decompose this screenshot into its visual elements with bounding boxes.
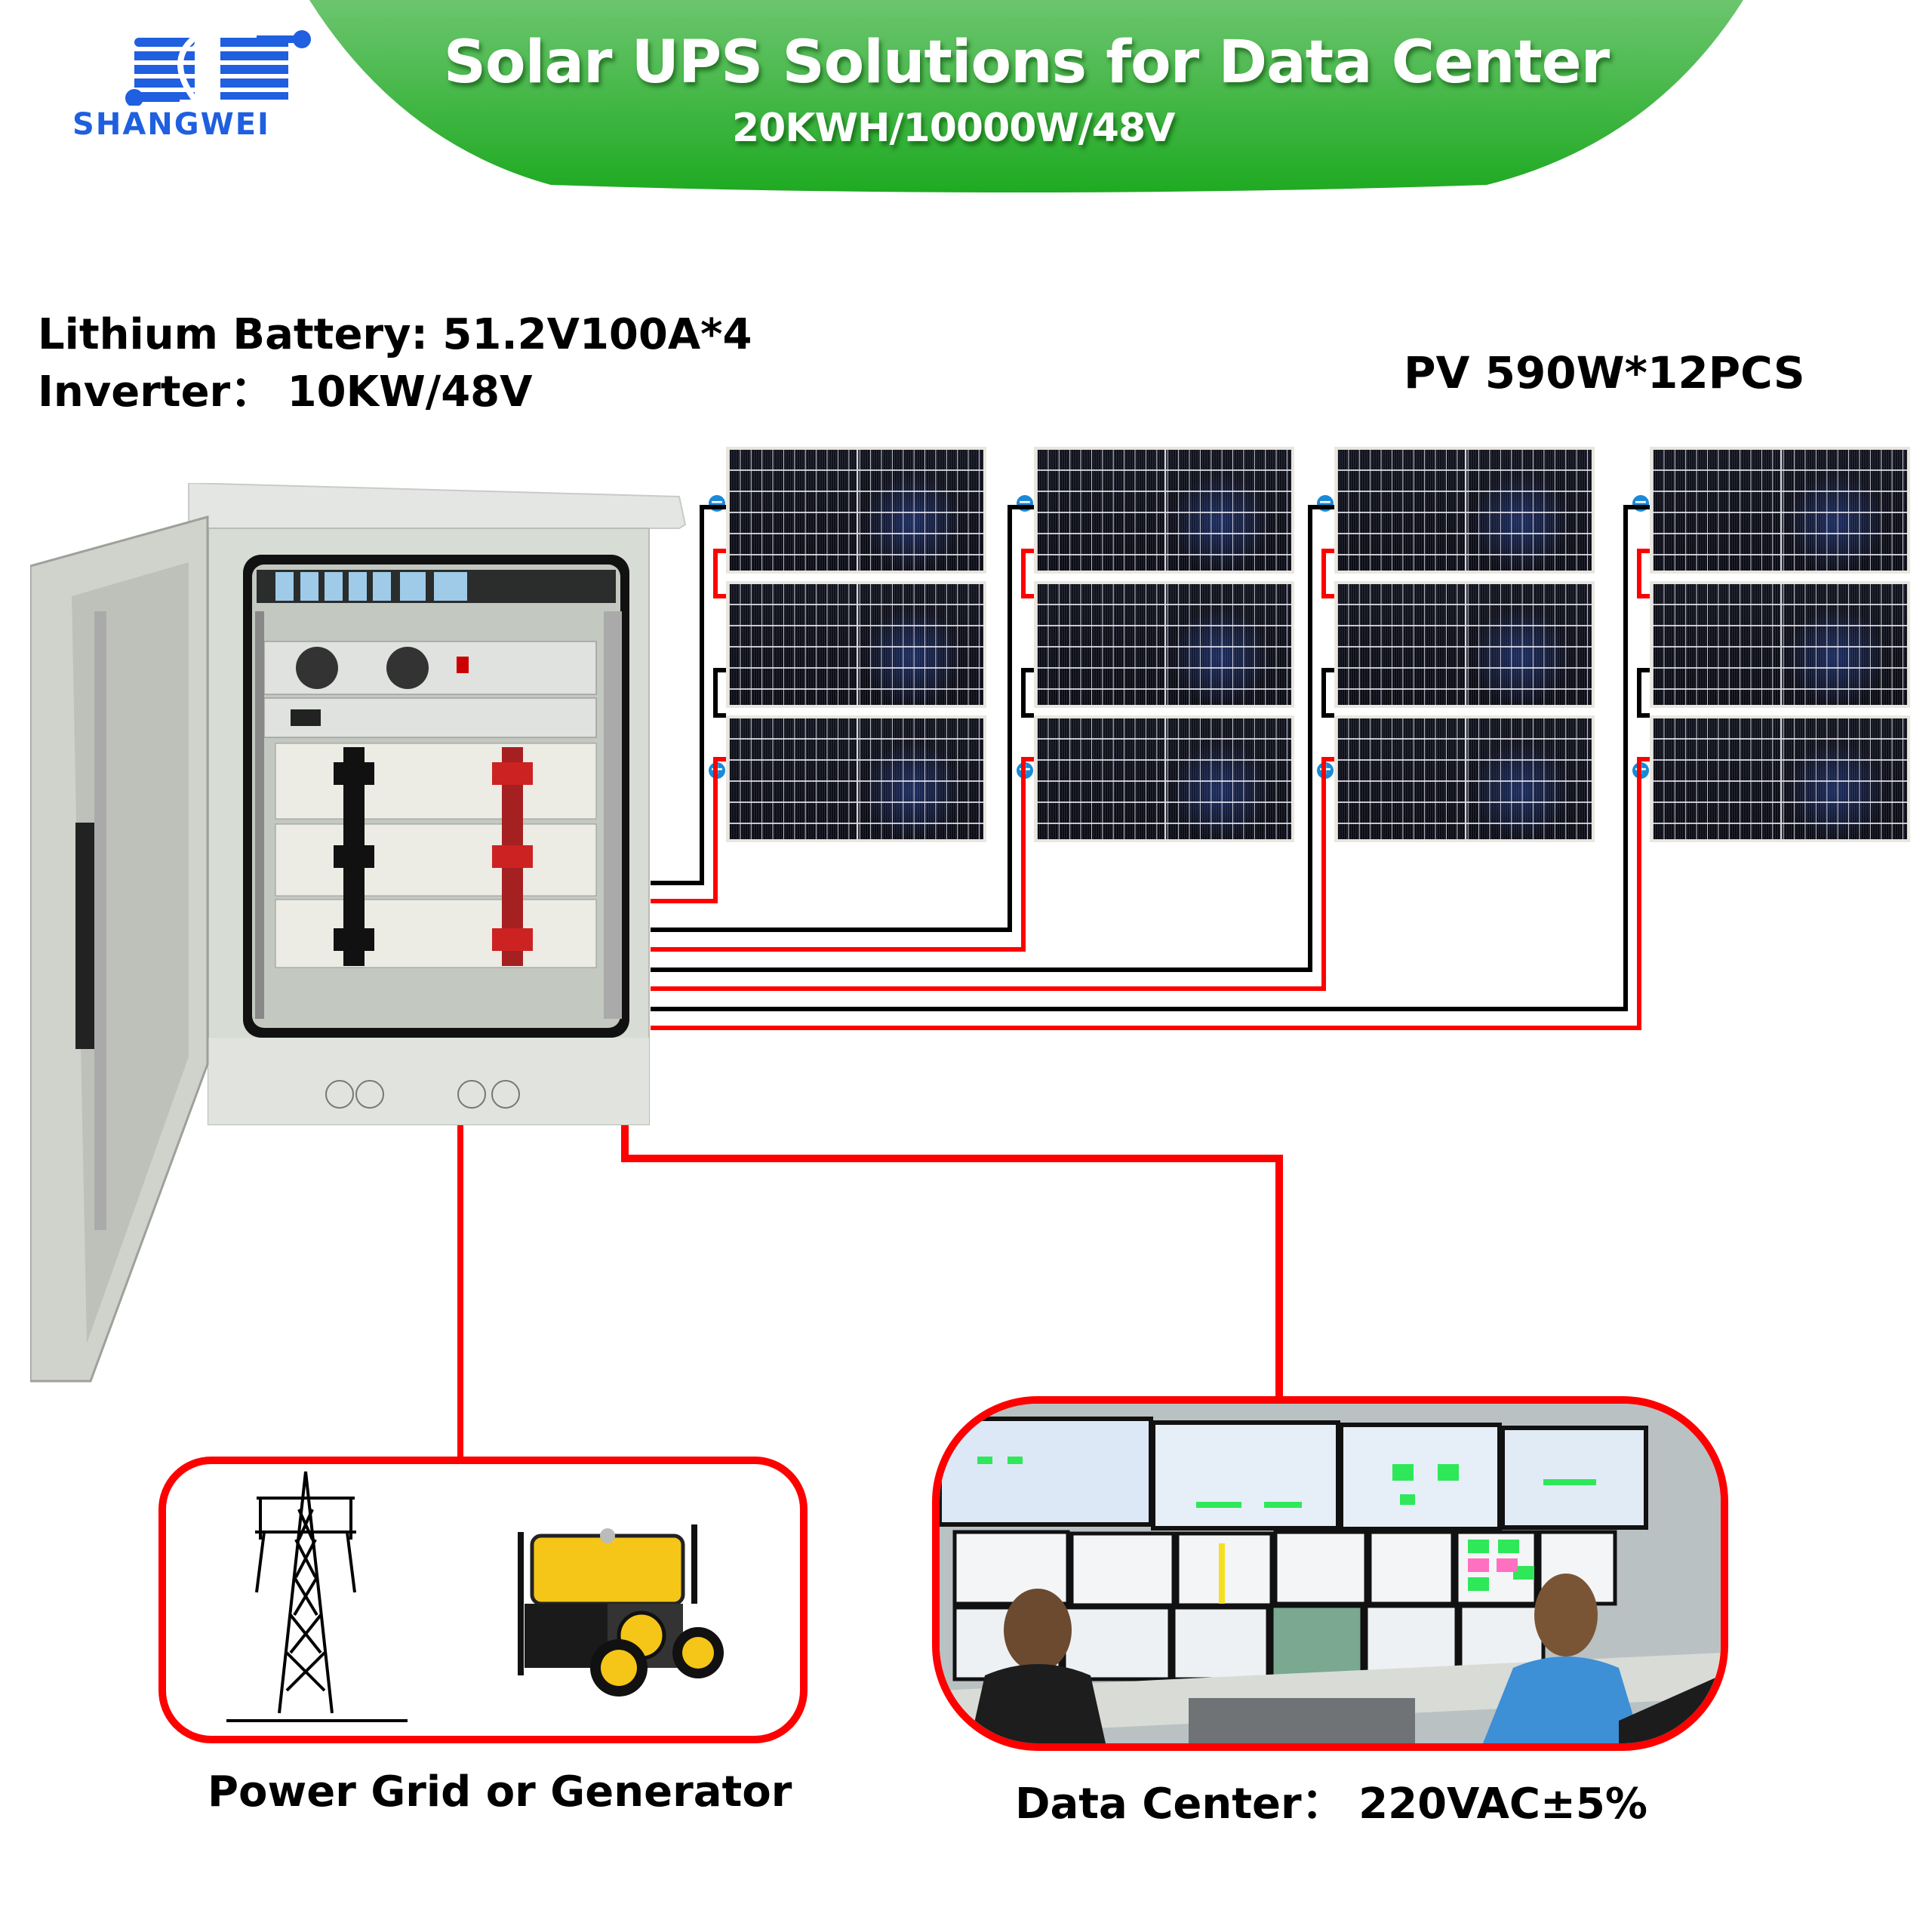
power-source-box <box>158 1457 808 1743</box>
solar-panel <box>726 715 986 842</box>
transmission-tower-icon <box>226 1471 408 1722</box>
data-center-control-room-image <box>940 1404 1721 1743</box>
title-banner: Solar UPS Solutions for Data Center 20KW… <box>309 0 1743 196</box>
inverter-spec: Inverter： 10KW/48V <box>38 368 533 417</box>
solar-panel <box>1334 447 1595 574</box>
solar-panel <box>1650 581 1910 708</box>
generator-icon <box>518 1524 724 1697</box>
solar-panel <box>726 581 986 708</box>
solar-panel <box>1650 447 1910 574</box>
solar-panel <box>1334 715 1595 842</box>
data-center-label: Data Center： 220VAC±5% <box>1015 1780 1648 1829</box>
ups-cabinet <box>29 481 694 1389</box>
solar-panel <box>1034 581 1294 708</box>
solar-panel <box>1650 715 1910 842</box>
solar-panel <box>1334 581 1595 708</box>
ups-cabinet-icon <box>29 481 687 1383</box>
brand-logo: SHANGWEI <box>45 15 311 151</box>
solar-panel <box>1034 715 1294 842</box>
solar-panel <box>1034 447 1294 574</box>
shangwei-sj-logo-icon <box>125 30 311 106</box>
banner-subtitle: 20KWH/10000W/48V <box>732 106 1175 151</box>
data-center-box <box>932 1396 1728 1751</box>
battery-spec: Lithium Battery: 51.2V100A*4 <box>38 310 752 359</box>
power-grid-label: Power Grid or Generator <box>208 1767 792 1817</box>
brand-name: SHANGWEI <box>72 107 270 142</box>
solar-panel <box>726 447 986 574</box>
pv-spec: PV 590W*12PCS <box>1404 347 1805 398</box>
banner-title: Solar UPS Solutions for Data Center <box>443 29 1610 97</box>
banner-shape <box>309 0 1743 192</box>
